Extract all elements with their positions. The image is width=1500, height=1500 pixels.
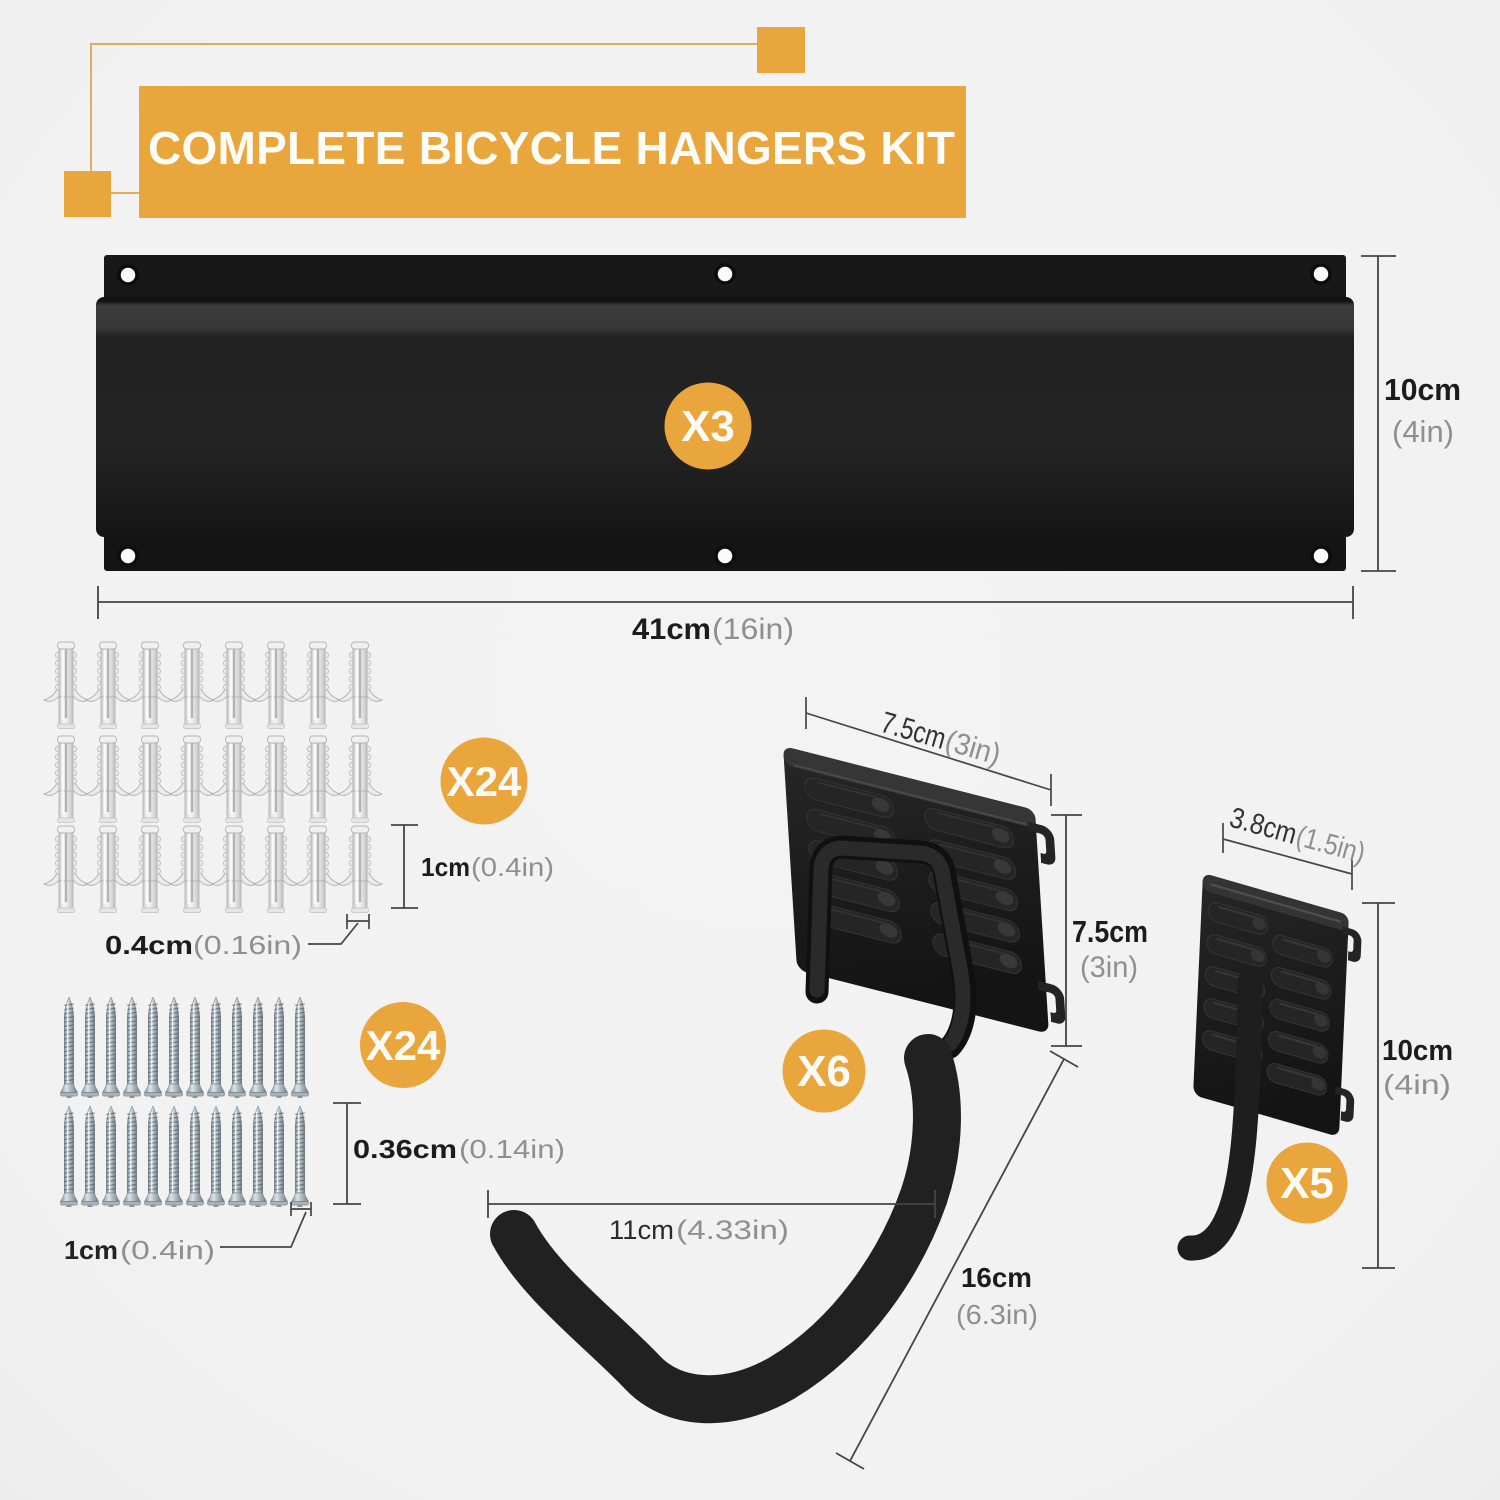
svg-text:(0.14in): (0.14in) [459, 1134, 565, 1164]
svg-text:11cm: 11cm [609, 1215, 674, 1245]
svg-text:(0.4in): (0.4in) [120, 1235, 215, 1265]
svg-text:(0.4in): (0.4in) [471, 852, 554, 882]
svg-text:0.4cm: 0.4cm [105, 930, 193, 960]
svg-text:1cm: 1cm [64, 1235, 118, 1265]
svg-text:X5: X5 [1280, 1159, 1334, 1208]
svg-text:X6: X6 [797, 1047, 851, 1096]
svg-text:0.36cm: 0.36cm [353, 1134, 457, 1164]
svg-text:(16in): (16in) [712, 613, 794, 646]
svg-text:X24: X24 [447, 758, 522, 805]
svg-text:X3: X3 [681, 402, 735, 451]
svg-text:(4in): (4in) [1392, 414, 1454, 449]
svg-text:10cm: 10cm [1384, 372, 1461, 407]
svg-text:(4in): (4in) [1383, 1069, 1451, 1100]
svg-text:X24: X24 [366, 1022, 441, 1069]
svg-text:10cm: 10cm [1382, 1035, 1453, 1067]
svg-text:(4.33in): (4.33in) [676, 1215, 789, 1245]
svg-text:16cm: 16cm [961, 1262, 1032, 1293]
svg-text:(0.16in): (0.16in) [193, 930, 302, 960]
svg-text:(3in): (3in) [1080, 951, 1138, 984]
svg-text:1cm: 1cm [421, 852, 470, 882]
svg-text:(6.3in): (6.3in) [956, 1299, 1038, 1330]
svg-text:41cm: 41cm [632, 613, 711, 646]
svg-text:COMPLETE BICYCLE HANGERS KIT: COMPLETE BICYCLE HANGERS KIT [148, 122, 955, 174]
svg-text:7.5cm: 7.5cm [1072, 914, 1148, 949]
